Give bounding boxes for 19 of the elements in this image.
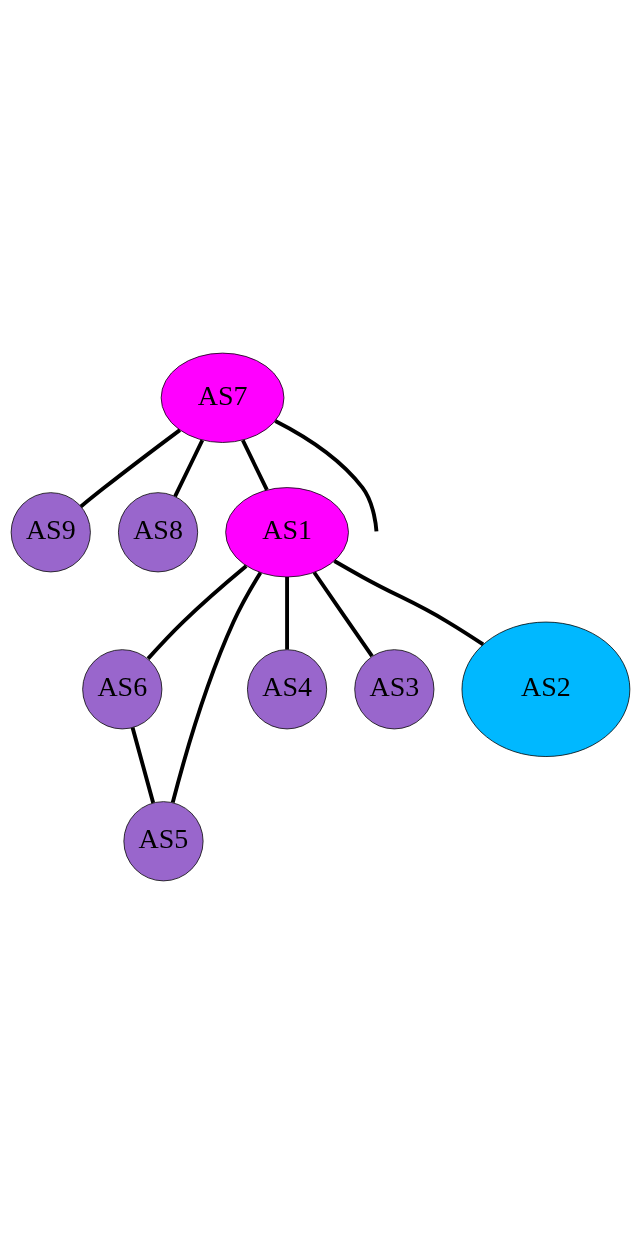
node-circle: AS6 xyxy=(82,649,163,730)
connector xyxy=(173,439,205,498)
connector xyxy=(333,559,485,646)
connector xyxy=(130,727,156,804)
connector xyxy=(312,571,374,658)
connector xyxy=(170,571,263,804)
node-circle: AS3 xyxy=(354,649,435,730)
connector xyxy=(274,419,379,532)
node-circle: AS8 xyxy=(118,492,199,573)
connector xyxy=(241,439,269,491)
node-ellipse: AS7 xyxy=(160,352,285,443)
node-circle: AS4 xyxy=(247,649,328,730)
node-circle: AS5 xyxy=(123,801,204,882)
node-ellipse: AS1 xyxy=(225,487,349,578)
node-ellipse: AS2 xyxy=(461,621,631,757)
connector xyxy=(146,564,248,660)
node-circle: AS9 xyxy=(10,492,91,573)
connector xyxy=(79,428,182,508)
connector xyxy=(285,577,289,650)
